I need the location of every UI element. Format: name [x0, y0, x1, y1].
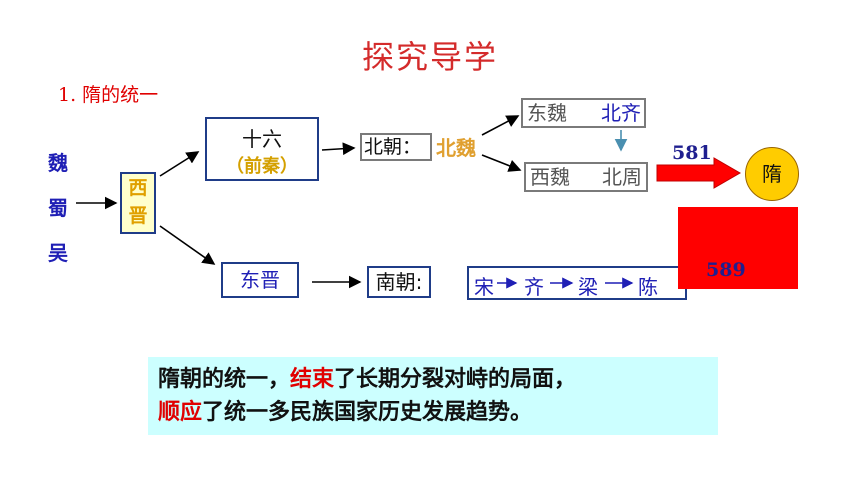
- summary-highlight-conform: 顺应: [158, 400, 203, 425]
- arrow-581: [656, 157, 742, 189]
- xijin-box: 西 晋: [120, 172, 156, 234]
- dongwei-box: 东魏 北齐: [521, 98, 646, 128]
- dynasty-song: 宋: [474, 275, 494, 299]
- summary-line-2: 顺应了统一多民族国家历史发展趋势。: [158, 396, 708, 429]
- state-wei: 魏: [48, 151, 68, 175]
- dynasty-liang: 梁: [578, 275, 598, 299]
- dongjin-label: 东晋: [240, 268, 280, 292]
- state-wu: 吴: [48, 241, 68, 265]
- sui-label: 隋: [762, 162, 782, 186]
- summary-line1-rest: 了长期分裂对峙的局面，: [334, 367, 577, 392]
- year-589-label: 589: [706, 259, 746, 281]
- summary-line2-rest: 了统一多民族国家历史发展趋势。: [202, 400, 533, 425]
- year-581-label: 581: [672, 142, 712, 164]
- qianqin-label: （前秦）: [226, 156, 298, 177]
- summary-box: 隋朝的统一，结束了长期分裂对峙的局面， 顺应了统一多民族国家历史发展趋势。: [148, 357, 718, 435]
- northern-dynasties-label: 北朝：: [364, 136, 422, 158]
- dongwei-label: 东魏: [527, 101, 567, 125]
- southern-dynasties-box: 南朝:: [367, 266, 431, 298]
- summary-highlight-end: 结束: [290, 367, 335, 392]
- northern-dynasties-box: 北朝：: [360, 133, 432, 161]
- xiwei-label: 西魏: [530, 165, 570, 189]
- section-heading: 1. 隋的统一: [58, 84, 159, 106]
- page-title: 探究导学: [361, 38, 498, 76]
- beiwei-label: 北魏: [436, 136, 476, 160]
- sixteen-kingdoms-label: 十六: [242, 127, 282, 151]
- sui-circle: 隋: [745, 147, 799, 201]
- dongjin-box: 东晋: [221, 262, 299, 298]
- xiwei-box: 西魏 北周: [524, 162, 648, 192]
- summary-line-1: 隋朝的统一，结束了长期分裂对峙的局面，: [158, 363, 708, 396]
- dynasty-chen: 陈: [638, 275, 658, 299]
- xijin-char-1: 西: [128, 177, 148, 199]
- sixteen-kingdoms-box: 十六 （前秦）: [205, 117, 319, 181]
- summary-line1-start: 隋朝的统一，: [158, 367, 291, 392]
- dynasty-qi: 齐: [524, 275, 544, 299]
- beiqi-label: 北齐: [601, 101, 641, 125]
- southern-dynasties-label: 南朝:: [375, 270, 423, 294]
- southern-dynasties-sequence: 宋 齐 梁 陈: [467, 266, 687, 300]
- beizhou-label: 北周: [602, 165, 642, 189]
- state-shu: 蜀: [48, 196, 68, 220]
- xijin-char-2: 晋: [128, 205, 148, 227]
- red-block: [678, 207, 798, 289]
